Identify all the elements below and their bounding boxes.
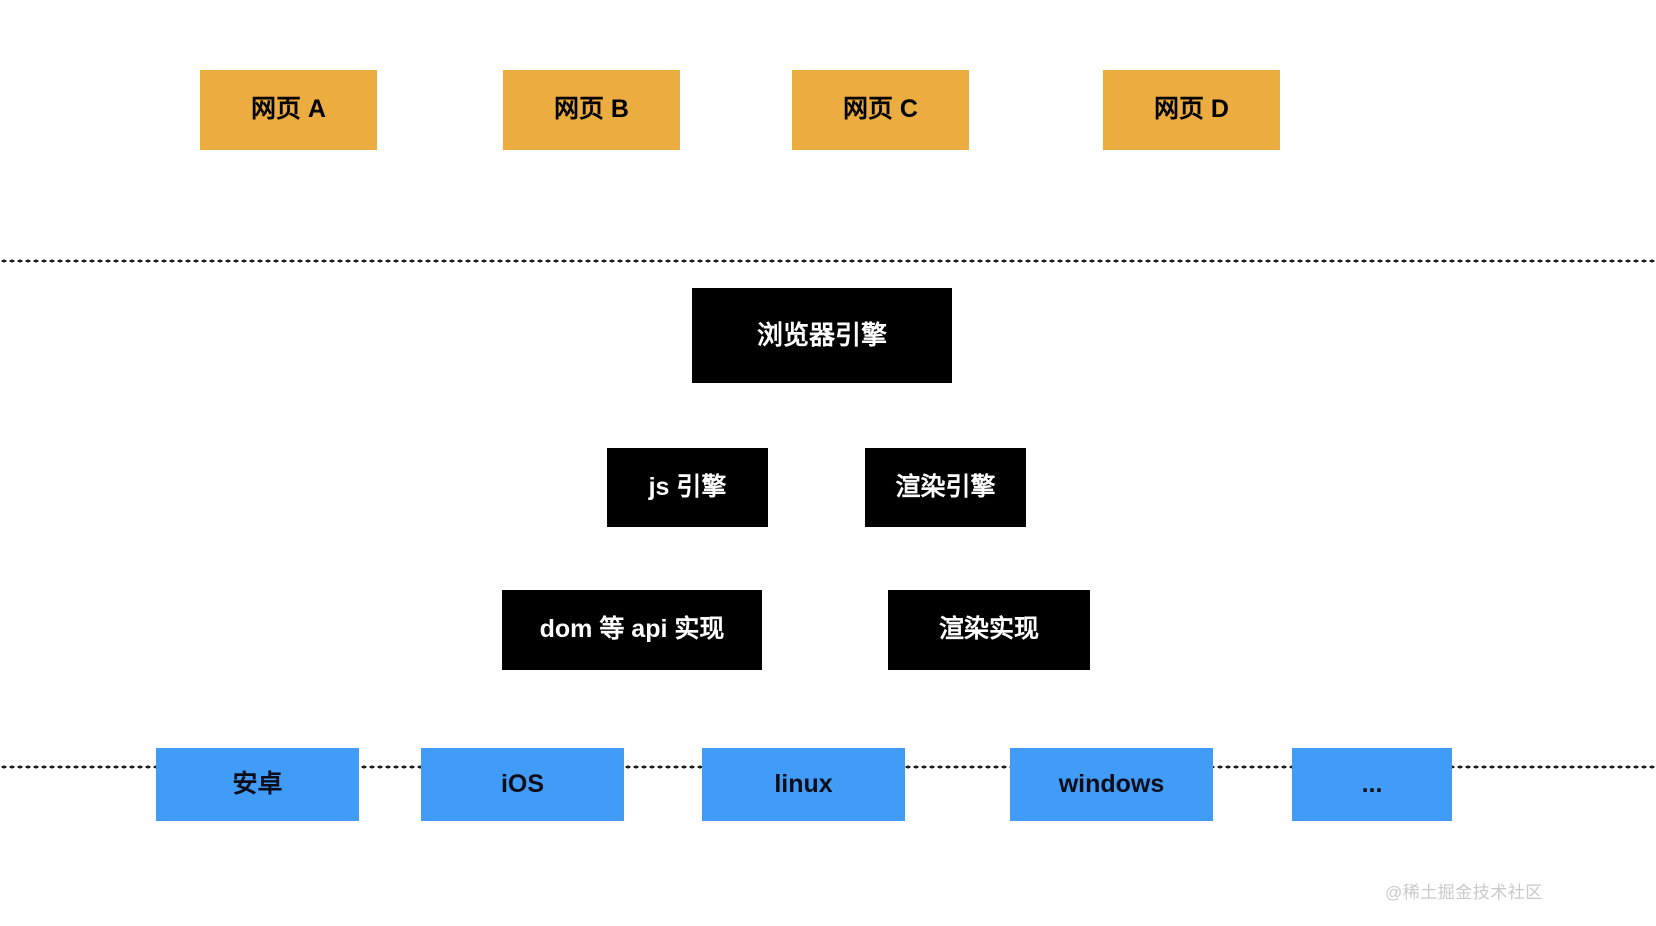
os-box-安卓: 安卓	[156, 748, 359, 821]
web-page-box-label: 网页 A	[250, 95, 326, 124]
engine-box-label: 浏览器引擎	[756, 320, 887, 351]
engine-box-label: js 引擎	[648, 472, 727, 501]
divider-pages-engine	[0, 259, 1656, 263]
os-box-label: iOS	[500, 769, 545, 798]
engine-box-渲染实现: 渲染实现	[888, 590, 1090, 670]
web-page-box-网页-b: 网页 B	[503, 70, 680, 150]
os-box-label: 安卓	[232, 769, 283, 798]
os-box-linux: linux	[702, 748, 905, 821]
engine-box-label: dom 等 api 实现	[539, 615, 725, 644]
engine-box-渲染引擎: 渲染引擎	[865, 448, 1026, 527]
engine-box-js-引擎: js 引擎	[607, 448, 768, 527]
os-box-label: windows	[1058, 769, 1165, 798]
web-page-box-label: 网页 D	[1153, 95, 1229, 124]
os-box-label: linux	[774, 769, 833, 798]
engine-box-浏览器引擎: 浏览器引擎	[692, 288, 952, 383]
os-box-item: ...	[1292, 748, 1452, 821]
web-page-box-label: 网页 C	[842, 95, 918, 124]
web-page-box-label: 网页 B	[553, 95, 629, 124]
os-box-windows: windows	[1010, 748, 1213, 821]
web-page-box-网页-c: 网页 C	[792, 70, 969, 150]
os-box-ios: iOS	[421, 748, 624, 821]
watermark-label: @稀土掘金技术社区	[1385, 883, 1543, 902]
engine-box-label: 渲染实现	[938, 615, 1039, 644]
engine-box-label: 渲染引擎	[895, 472, 996, 501]
os-box-label: ...	[1361, 769, 1383, 798]
engine-box-dom-等-api-实现: dom 等 api 实现	[502, 590, 762, 670]
web-page-box-网页-a: 网页 A	[200, 70, 377, 150]
web-page-box-网页-d: 网页 D	[1103, 70, 1280, 150]
